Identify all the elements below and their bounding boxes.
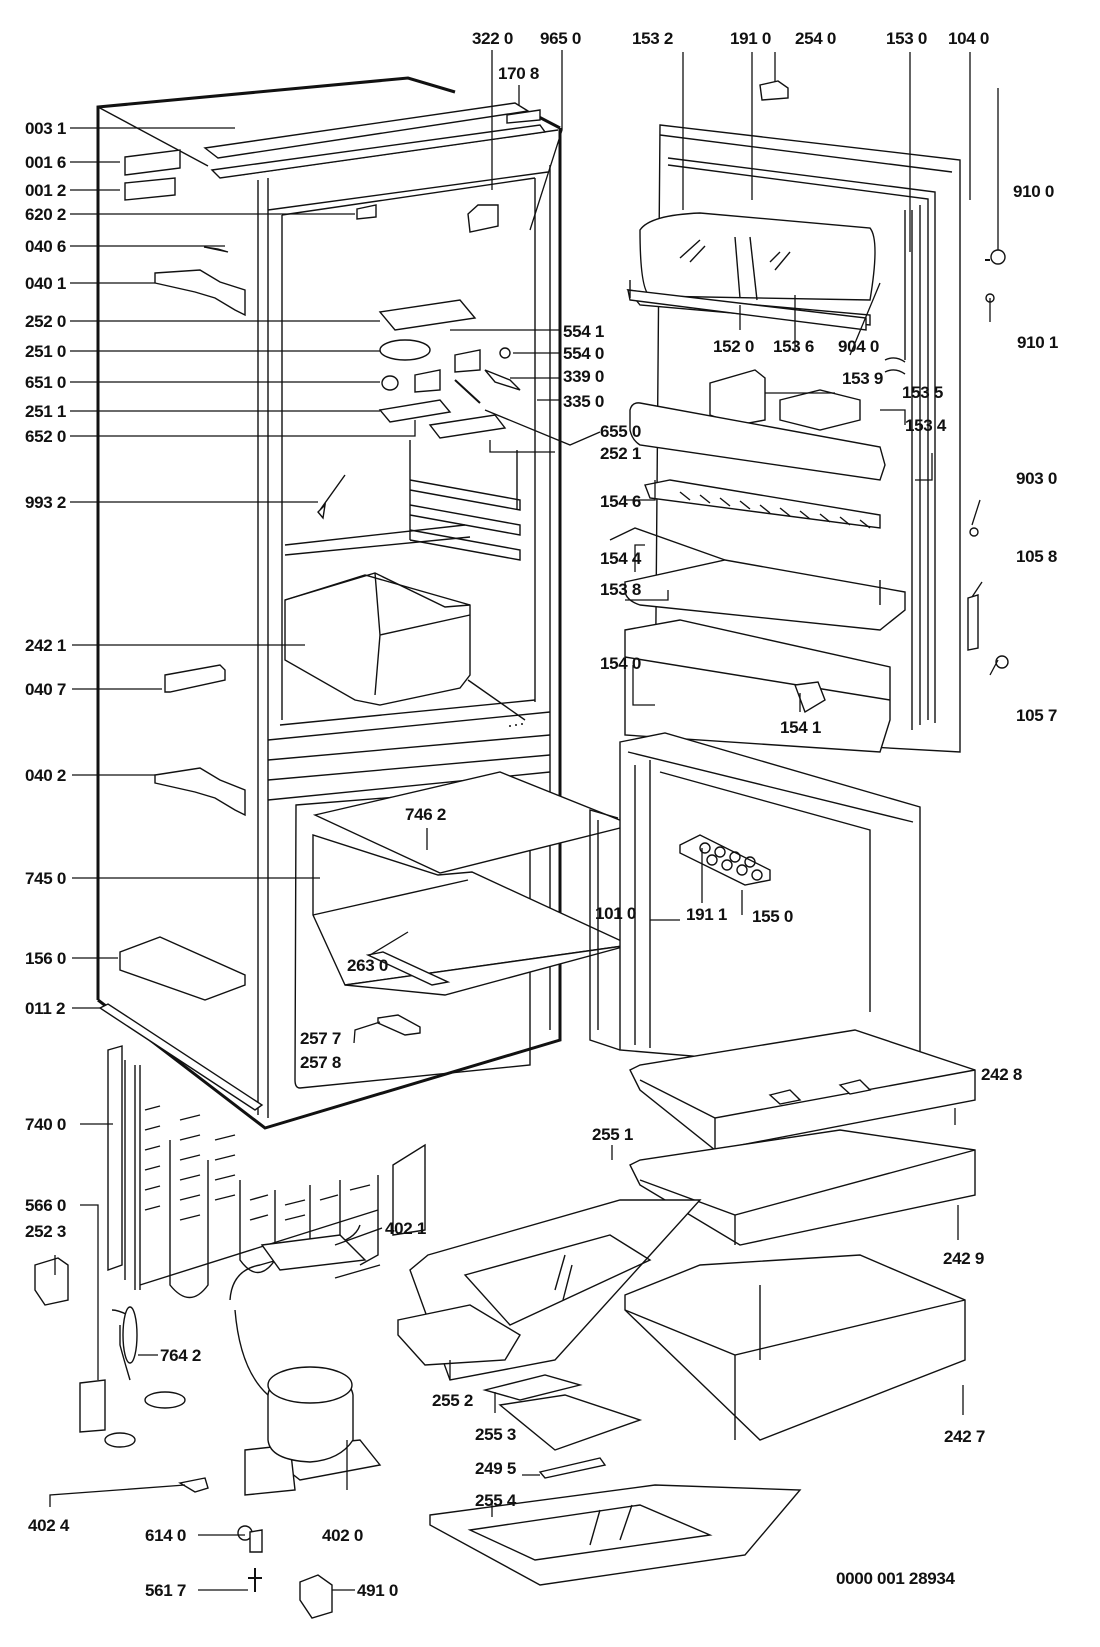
label-part-191-0: 191 0: [730, 29, 772, 48]
label-part-153-5: 153 5: [902, 383, 944, 402]
cabinet-body: [96, 76, 562, 1299]
label-part-152-0: 152 0: [713, 337, 755, 356]
label-part-242-8: 242 8: [981, 1065, 1023, 1084]
egg-tray-holes: [699, 842, 763, 881]
label-part-651-0: 651 0: [25, 373, 67, 392]
label-part-153-0: 153 0: [886, 29, 928, 48]
label-part-251-0: 251 0: [25, 342, 67, 361]
label-part-257-7: 257 7: [300, 1029, 342, 1048]
label-part-254-0: 254 0: [795, 29, 837, 48]
label-part-655-0: 655 0: [600, 422, 642, 441]
label-part-263-0: 263 0: [347, 956, 389, 975]
label-part-764-2: 764 2: [160, 1346, 202, 1365]
label-part-252-1: 252 1: [600, 444, 642, 463]
label-part-322-0: 322 0: [472, 29, 514, 48]
label-part-252-0: 252 0: [25, 312, 67, 331]
label-part-402-4: 402 4: [28, 1516, 70, 1535]
label-part-153-9: 153 9: [842, 369, 884, 388]
label-part-154-6: 154 6: [600, 492, 642, 511]
condenser-fins: [144, 1105, 371, 1221]
label-part-105-8: 105 8: [1016, 547, 1058, 566]
label-part-249-5: 249 5: [475, 1459, 517, 1478]
document-number: 0000 001 28934: [836, 1569, 955, 1588]
label-part-993-2: 993 2: [25, 493, 67, 512]
label-part-257-8: 257 8: [300, 1053, 342, 1072]
label-part-255-3: 255 3: [475, 1425, 517, 1444]
leader-lines: [49, 50, 999, 1591]
label-part-335-0: 335 0: [563, 392, 605, 411]
label-part-566-0: 566 0: [25, 1196, 67, 1215]
label-part-001-2: 001 2: [25, 181, 67, 200]
label-part-040-6: 040 6: [25, 237, 67, 256]
label-part-745-0: 745 0: [25, 869, 67, 888]
label-part-242-7: 242 7: [944, 1427, 986, 1446]
label-part-910-0: 910 0: [1013, 182, 1055, 201]
label-part-040-7: 040 7: [25, 680, 67, 699]
label-part-156-0: 156 0: [25, 949, 67, 968]
label-part-001-6: 001 6: [25, 153, 67, 172]
label-part-003-1: 003 1: [25, 119, 67, 138]
label-part-252-3: 252 3: [25, 1222, 67, 1241]
label-part-903-0: 903 0: [1016, 469, 1058, 488]
label-part-965-0: 965 0: [540, 29, 582, 48]
label-part-104-0: 104 0: [948, 29, 990, 48]
label-part-170-8: 170 8: [498, 64, 540, 83]
label-part-554-1: 554 1: [563, 322, 605, 341]
label-part-242-1: 242 1: [25, 636, 67, 655]
label-part-255-2: 255 2: [432, 1391, 474, 1410]
label-part-242-9: 242 9: [943, 1249, 985, 1268]
label-part-255-1: 255 1: [592, 1125, 634, 1144]
label-part-620-2: 620 2: [25, 205, 67, 224]
label-part-154-1: 154 1: [780, 718, 822, 737]
label-part-040-2: 040 2: [25, 766, 67, 785]
label-part-402-0: 402 0: [322, 1526, 364, 1545]
label-part-153-6: 153 6: [773, 337, 815, 356]
label-part-339-0: 339 0: [563, 367, 605, 386]
label-part-910-1: 910 1: [1017, 333, 1059, 352]
label-part-154-4: 154 4: [600, 549, 642, 568]
bottle-rack-slats: [679, 491, 871, 529]
label-part-105-7: 105 7: [1016, 706, 1058, 725]
lower-door: [589, 732, 921, 1076]
drawers-shelves: [397, 1029, 976, 1586]
label-part-740-0: 740 0: [25, 1115, 67, 1134]
small-parts: [34, 149, 635, 1619]
label-part-614-0: 614 0: [145, 1526, 187, 1545]
upper-door: [609, 124, 961, 753]
label-part-652-0: 652 0: [25, 427, 67, 446]
label-part-101-0: 101 0: [595, 904, 637, 923]
label-part-255-4: 255 4: [475, 1491, 517, 1510]
label-part-191-1: 191 1: [686, 905, 728, 924]
label-part-153-8: 153 8: [600, 580, 642, 599]
label-part-904-0: 904 0: [838, 337, 880, 356]
label-part-153-4: 153 4: [905, 416, 947, 435]
label-part-155-0: 155 0: [752, 907, 794, 926]
label-part-154-0: 154 0: [600, 654, 642, 673]
label-part-561-7: 561 7: [145, 1581, 187, 1600]
label-part-153-2: 153 2: [632, 29, 674, 48]
label-part-040-1: 040 1: [25, 274, 67, 293]
label-part-402-1: 402 1: [385, 1219, 427, 1238]
label-part-011-2: 011 2: [25, 999, 66, 1018]
label-part-491-0: 491 0: [357, 1581, 399, 1600]
label-part-554-0: 554 0: [563, 344, 605, 363]
label-part-746-2: 746 2: [405, 805, 447, 824]
label-part-251-1: 251 1: [25, 402, 67, 421]
